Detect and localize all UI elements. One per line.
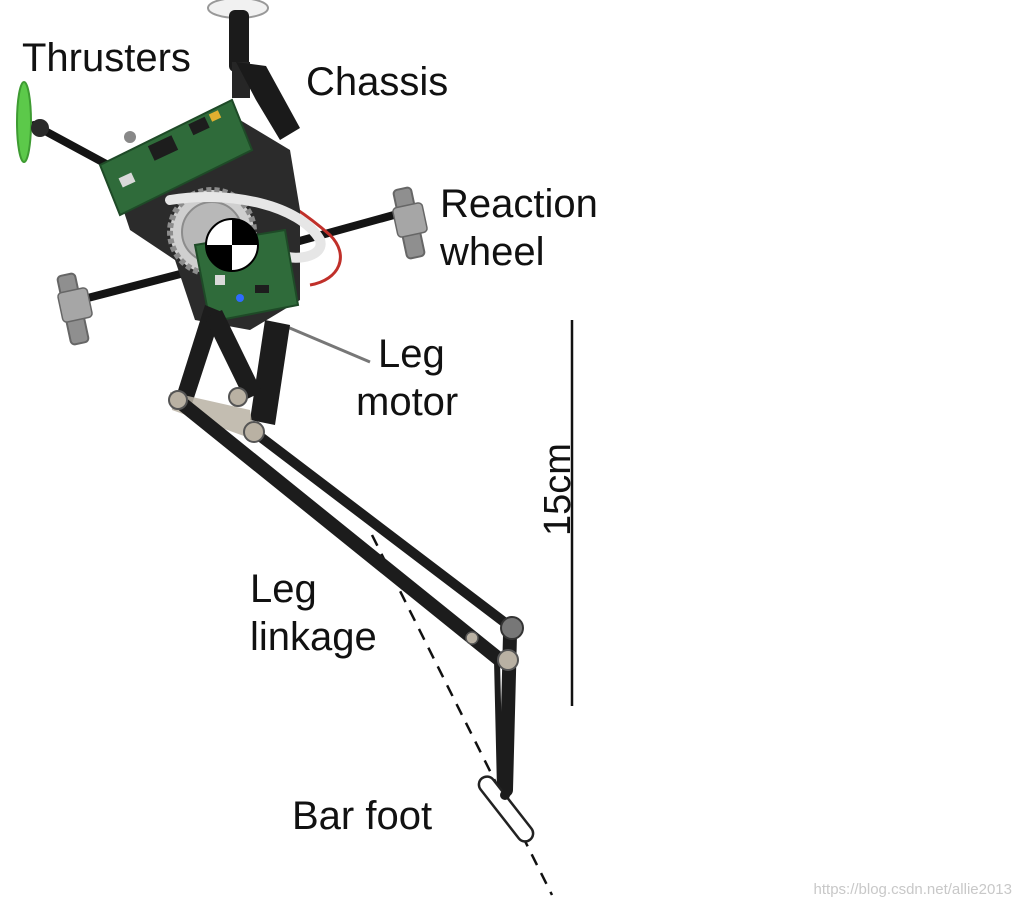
leg-motor-pointer <box>284 324 371 364</box>
reaction-wheel-label-line-1: Reaction <box>440 182 598 226</box>
bar-foot <box>477 775 535 843</box>
leg-motor-label: Leg motor <box>356 330 458 426</box>
reaction-wheel-arms <box>56 186 428 346</box>
reaction-wheel-label: Reaction wheel <box>440 180 598 276</box>
leg-linkage-label: Leg linkage <box>250 565 377 661</box>
left-thruster <box>16 81 136 182</box>
leg-joints <box>168 387 524 671</box>
watermark: https://blog.csdn.net/allie2013 <box>813 881 1012 898</box>
chassis-label: Chassis <box>306 60 449 104</box>
thrusters-label: Thrusters <box>22 36 191 80</box>
leg-motor-label-line-2: motor <box>356 380 459 424</box>
scale-bar-label: 15cm <box>537 443 579 536</box>
bar-foot-label: Bar foot <box>292 794 433 838</box>
ribbon-cable <box>165 191 326 263</box>
foot-trajectory-dashed-line <box>370 534 554 896</box>
leg-motor-label-line-1: Leg <box>378 332 445 376</box>
center-of-mass-marker <box>205 218 259 272</box>
reaction-wheel-label-line-2: wheel <box>440 230 545 274</box>
chassis-strut <box>236 62 300 140</box>
leg-linkage-label-line-2: linkage <box>250 615 377 659</box>
leg-linkage-label-line-1: Leg <box>250 567 317 611</box>
top-pcb <box>98 98 254 217</box>
